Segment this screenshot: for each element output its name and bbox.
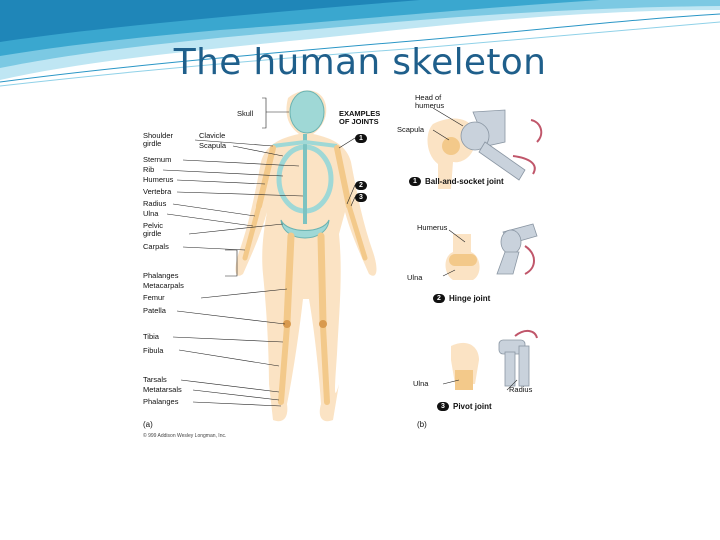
label-head-of-humerus: Head of humerus [415, 93, 445, 110]
label-joint-scapula: Scapula [397, 125, 425, 134]
label-pivot-ulna: Ulna [413, 379, 429, 388]
label-patella: Patella [143, 306, 166, 315]
right-humerus-bone [334, 145, 352, 209]
label-clavicle: Clavicle [199, 131, 226, 140]
label-sternum: Sternum [143, 155, 172, 164]
right-tibia-bone [320, 323, 330, 405]
pivot-joint-diagram [451, 330, 538, 390]
caption-pivot: Pivot joint [453, 402, 492, 411]
label-metatarsals: Metatarsals [143, 385, 182, 394]
left-femur-bone [283, 232, 295, 326]
joint-number-3: 3 [437, 402, 449, 411]
right-femur-bone [317, 232, 327, 326]
marker-2: 2 [355, 181, 367, 190]
caption-ball-socket: Ball-and-socket joint [425, 177, 504, 186]
leader-lines [162, 97, 304, 407]
joint-number-2: 2 [433, 294, 445, 303]
left-tibia-bone [278, 323, 290, 405]
clavicle-bone [272, 139, 338, 148]
label-scapula: Scapula [199, 141, 227, 150]
label-radius: Radius [143, 199, 167, 208]
label-metacarpals: Metacarpals [143, 281, 184, 290]
label-humerus: Humerus [143, 175, 174, 184]
label-skull: Skull [237, 109, 254, 118]
label-phalanges-foot: Phalanges [143, 397, 179, 406]
skull-bone [289, 90, 325, 134]
caption-hinge: Hinge joint [449, 294, 491, 303]
left-forearm-bone [242, 203, 262, 261]
label-femur: Femur [143, 293, 165, 302]
header-swoosh-decoration [0, 0, 720, 87]
ball-socket-diagram [427, 109, 543, 189]
copyright-notice: © 999 Addison Wesley Longman, Inc. [143, 433, 227, 439]
skeleton-figure: Skull Shoulder girdle Clavicle Scapula S… [133, 84, 570, 444]
label-joint-humerus: Humerus [417, 223, 448, 232]
marker-3: 3 [355, 193, 367, 202]
label-tibia: Tibia [143, 332, 159, 341]
examples-heading: EXAMPLES OF JOINTS [339, 109, 381, 126]
label-shoulder-girdle: Shoulder girdle [143, 131, 174, 148]
label-radius-joint: Radius [509, 385, 533, 394]
panel-a-label: (a) [143, 420, 153, 429]
panel-b-label: (b) [417, 420, 427, 429]
left-humerus-bone [256, 145, 276, 209]
slide-title: The human skeleton [173, 42, 547, 83]
label-ulna: Ulna [143, 209, 159, 218]
label-rib: Rib [143, 165, 155, 174]
right-forearm-bone [346, 203, 368, 261]
marker-lines [338, 137, 356, 207]
joint-leader-lines [432, 107, 518, 391]
right-patella-bone [319, 320, 327, 328]
left-patella-bone [283, 320, 291, 328]
joint-number-1: 1 [409, 177, 421, 186]
label-pelvic-girdle: Pelvic girdle [143, 221, 164, 238]
label-phalanges-hand: Phalanges [143, 271, 179, 280]
label-hinge-ulna: Ulna [407, 273, 423, 282]
hinge-joint-diagram [445, 223, 538, 280]
skeleton-illustration [162, 90, 543, 422]
label-vertebra: Vertebra [143, 187, 172, 196]
label-fibula: Fibula [143, 346, 164, 355]
marker-1: 1 [355, 134, 367, 143]
label-carpals: Carpals [143, 242, 169, 251]
label-tarsals: Tarsals [143, 375, 167, 384]
